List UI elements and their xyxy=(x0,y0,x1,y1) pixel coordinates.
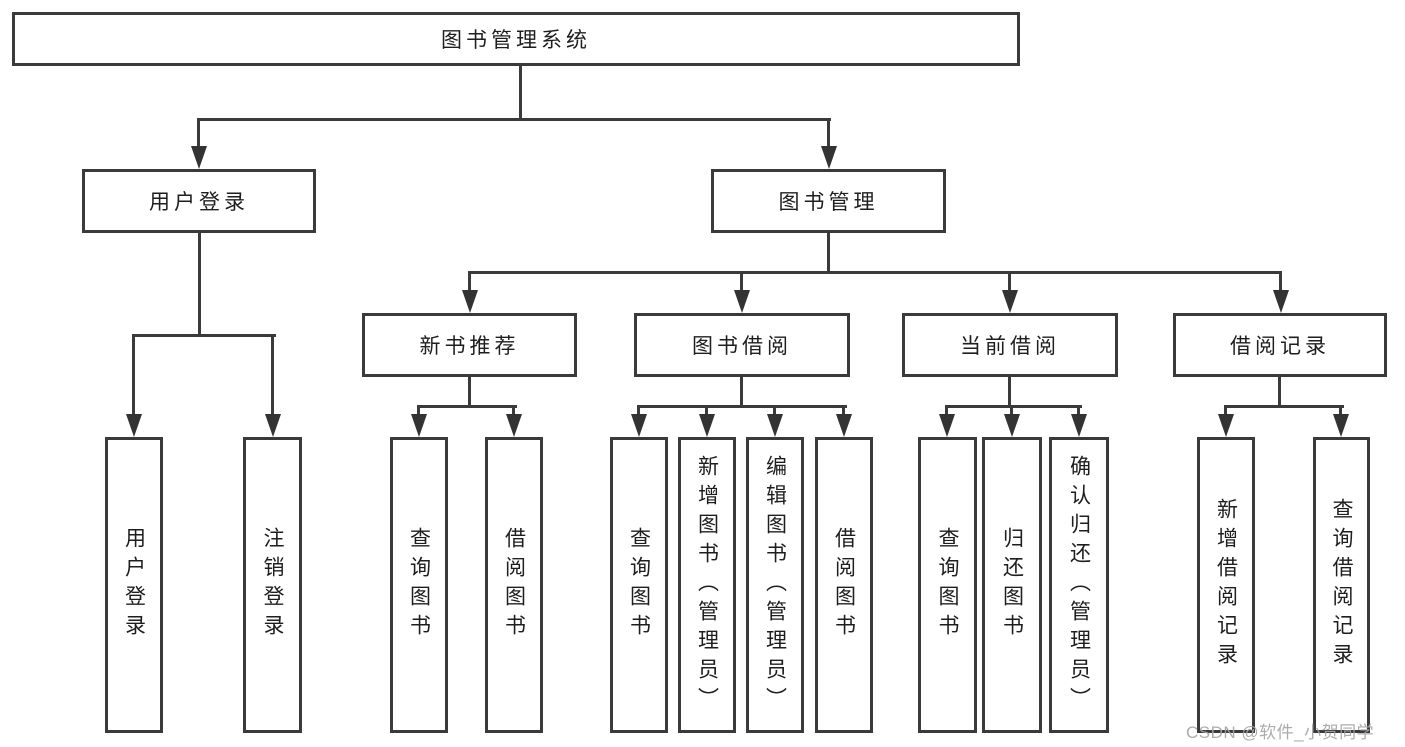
connector-stem xyxy=(417,405,420,419)
connector-line xyxy=(637,405,847,408)
node-leaf-edit-book: 编辑图书（管理员） xyxy=(746,437,804,733)
connector-stem xyxy=(1010,405,1013,419)
node-leaf-borrow-book: 借阅图书 xyxy=(815,437,873,733)
connector-stem xyxy=(773,405,776,419)
connector-line xyxy=(468,377,471,408)
node-leaf-query-book-borrow: 查询图书 xyxy=(610,437,668,733)
arrow-down-icon xyxy=(1002,290,1018,313)
connector-line xyxy=(827,233,830,274)
connector-line xyxy=(519,66,522,121)
node-label-root: 图书管理系统 xyxy=(441,29,591,52)
arrow-down-icon xyxy=(1004,414,1020,437)
node-label-leaf-confirm-return: 确认归还（管理员） xyxy=(1067,454,1091,716)
connector-stem xyxy=(1008,271,1011,295)
arrow-down-icon xyxy=(1071,414,1087,437)
node-leaf-confirm-return: 确认归还（管理员） xyxy=(1049,437,1109,733)
connector-line xyxy=(198,118,831,121)
node-label-leaf-query-book-current: 查询图书 xyxy=(936,527,960,643)
node-leaf-add-book: 新增图书（管理员） xyxy=(678,437,736,733)
node-root: 图书管理系统 xyxy=(12,12,1020,66)
node-label-borrow-records: 借阅记录 xyxy=(1230,335,1330,358)
arrow-down-icon xyxy=(1273,290,1289,313)
arrow-down-icon xyxy=(631,414,647,437)
arrow-down-icon xyxy=(821,146,837,169)
node-label-leaf-add-book: 新增图书（管理员） xyxy=(695,454,719,716)
node-label-book-borrow: 图书借阅 xyxy=(692,335,792,358)
connector-stem xyxy=(827,118,830,151)
connector-stem xyxy=(132,334,135,419)
connector-stem xyxy=(197,118,200,151)
node-label-leaf-query-book-borrow: 查询图书 xyxy=(627,527,651,643)
node-leaf-query-book-current: 查询图书 xyxy=(918,437,977,733)
arrow-down-icon xyxy=(462,290,478,313)
node-label-leaf-edit-book: 编辑图书（管理员） xyxy=(763,454,787,716)
node-leaf-return-book: 归还图书 xyxy=(982,437,1042,733)
arrow-down-icon xyxy=(191,146,207,169)
node-label-leaf-query-borrow-record: 查询借阅记录 xyxy=(1330,498,1354,672)
node-leaf-borrow-book-recommend: 借阅图书 xyxy=(485,437,543,733)
connector-stem xyxy=(705,405,708,419)
node-label-leaf-user-login: 用户登录 xyxy=(122,527,146,643)
node-leaf-add-borrow-record: 新增借阅记录 xyxy=(1197,437,1255,733)
node-book-mgmt: 图书管理 xyxy=(711,169,946,233)
arrow-down-icon xyxy=(734,290,750,313)
connector-stem xyxy=(1077,405,1080,419)
connector-line xyxy=(198,233,201,337)
watermark: CSDN @软件_小贺同学 xyxy=(1186,723,1375,742)
node-leaf-query-book-recommend: 查询图书 xyxy=(390,437,448,733)
arrow-down-icon xyxy=(767,414,783,437)
arrow-down-icon xyxy=(1218,414,1234,437)
node-label-leaf-add-borrow-record: 新增借阅记录 xyxy=(1214,498,1238,672)
arrow-down-icon xyxy=(506,414,522,437)
node-label-leaf-borrow-book-recommend: 借阅图书 xyxy=(502,527,526,643)
arrow-down-icon xyxy=(126,414,142,437)
node-leaf-user-login: 用户登录 xyxy=(105,437,163,733)
node-label-leaf-borrow-book: 借阅图书 xyxy=(832,527,856,643)
arrow-down-icon xyxy=(699,414,715,437)
connector-stem xyxy=(1339,405,1342,419)
connector-line xyxy=(133,334,276,337)
node-borrow-records: 借阅记录 xyxy=(1173,313,1387,377)
connector-stem xyxy=(468,271,471,295)
node-label-leaf-query-book-recommend: 查询图书 xyxy=(407,527,431,643)
node-label-book-mgmt: 图书管理 xyxy=(778,191,879,214)
connector-stem xyxy=(637,405,640,419)
connector-stem xyxy=(1224,405,1227,419)
connector-line xyxy=(468,271,1282,274)
node-new-book-recommend: 新书推荐 xyxy=(362,313,577,377)
connector-line xyxy=(740,377,743,408)
node-label-current-borrow: 当前借阅 xyxy=(960,335,1060,358)
node-user-login: 用户登录 xyxy=(82,169,316,233)
connector-stem xyxy=(1279,271,1282,295)
connector-stem xyxy=(512,405,515,419)
arrow-down-icon xyxy=(836,414,852,437)
arrow-down-icon xyxy=(265,414,281,437)
arrow-down-icon xyxy=(939,414,955,437)
node-label-leaf-return-book: 归还图书 xyxy=(1000,527,1024,643)
arrow-down-icon xyxy=(1333,414,1349,437)
connector-stem xyxy=(740,271,743,295)
node-leaf-query-borrow-record: 查询借阅记录 xyxy=(1313,437,1370,733)
connector-line xyxy=(1008,377,1011,408)
connector-stem xyxy=(945,405,948,419)
node-label-new-book-recommend: 新书推荐 xyxy=(419,335,520,358)
connector-stem xyxy=(842,405,845,419)
arrow-down-icon xyxy=(411,414,427,437)
node-book-borrow: 图书借阅 xyxy=(634,313,850,377)
connector-line xyxy=(945,405,1082,408)
node-label-user-login: 用户登录 xyxy=(149,191,249,214)
node-leaf-logout: 注销登录 xyxy=(243,437,302,733)
connector-line xyxy=(1224,405,1344,408)
connector-line xyxy=(417,405,517,408)
node-current-borrow: 当前借阅 xyxy=(902,313,1118,377)
connector-stem xyxy=(271,334,274,419)
connector-line xyxy=(1278,377,1281,408)
node-label-leaf-logout: 注销登录 xyxy=(261,527,285,643)
